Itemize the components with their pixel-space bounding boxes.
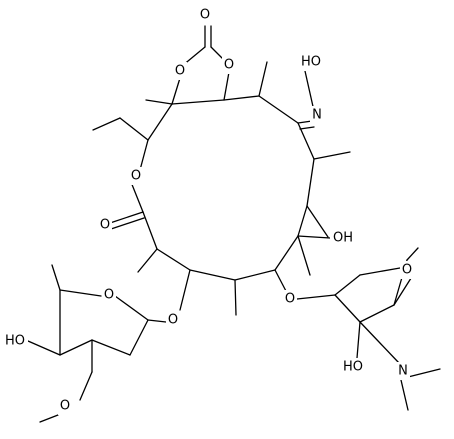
bond: [223, 71, 230, 101]
bond: [59, 339, 93, 356]
atom-carbonate-ring-o-right: O: [222, 56, 236, 74]
bond: [142, 211, 158, 250]
bond: [91, 339, 131, 356]
svg-text:O: O: [224, 58, 234, 73]
bond: [334, 274, 361, 296]
svg-text:HO: HO: [343, 360, 363, 375]
svg-text:N: N: [312, 108, 322, 123]
bond: [179, 269, 191, 311]
bond: [137, 248, 158, 273]
atom-cladinose-glycosidic-o: O: [166, 311, 180, 329]
bond: [145, 99, 173, 105]
bond: [406, 247, 419, 261]
bond: [400, 379, 409, 411]
bond: [334, 294, 361, 323]
bond: [92, 117, 121, 131]
bond: [297, 120, 313, 124]
bond: [297, 235, 331, 239]
bond: [59, 289, 102, 297]
atom-carbonate-ring-o-left: O: [173, 62, 187, 80]
bond: [51, 264, 61, 291]
bond: [234, 279, 237, 316]
bond: [130, 181, 144, 213]
bond: [119, 117, 149, 141]
bond: [306, 158, 315, 207]
atom-oxime-hydroxyl: HO: [298, 53, 324, 71]
bond: [393, 274, 414, 306]
atom-carbonate-carbonyl-o: O: [198, 6, 212, 24]
bond: [129, 319, 149, 356]
atom-lactone-carbonyl-o: O: [98, 216, 112, 234]
bond: [223, 95, 260, 101]
bond: [356, 321, 361, 359]
svg-text:O: O: [285, 292, 295, 307]
atom-tertiary-hydroxyl: OH: [330, 229, 356, 247]
bond-lines: [27, 25, 441, 423]
svg-text:O: O: [104, 288, 114, 303]
svg-text:O: O: [100, 218, 110, 233]
atom-labels: O O O HO N O O OH: [2, 6, 414, 415]
bond: [359, 321, 400, 364]
atom-desosamine-ring-o: O: [400, 261, 414, 279]
bond: [299, 126, 315, 130]
bond: [39, 414, 59, 423]
bond: [234, 269, 276, 281]
svg-text:OH: OH: [333, 231, 353, 246]
svg-text:O: O: [402, 263, 412, 278]
atom-desosamine-hydroxyl: HO: [340, 358, 366, 376]
svg-text:O: O: [60, 399, 70, 414]
bond: [147, 103, 173, 141]
bond: [171, 99, 225, 105]
atom-desosamine-dimethylamino-n: N: [396, 362, 410, 380]
svg-text:O: O: [168, 313, 178, 328]
bond: [296, 294, 336, 300]
svg-text:O: O: [131, 169, 141, 184]
bond: [359, 304, 395, 323]
bond: [258, 95, 299, 124]
bond: [156, 248, 191, 271]
atom-cladinose-hydroxyl: HO: [2, 332, 28, 350]
svg-text:HO: HO: [5, 334, 25, 349]
svg-text:N: N: [398, 364, 408, 379]
bond: [274, 235, 299, 271]
bond: [109, 211, 144, 224]
atom-oxime-n: N: [310, 106, 324, 124]
bond: [297, 205, 308, 237]
svg-text:O: O: [200, 8, 210, 23]
atom-cladinose-ring-o: O: [102, 286, 116, 304]
bond: [27, 340, 61, 356]
bond: [313, 151, 351, 160]
bond: [79, 371, 93, 401]
bond: [407, 368, 441, 378]
bond: [297, 122, 315, 160]
atom-desosamine-glycosidic-o: O: [283, 290, 297, 308]
bond: [147, 319, 167, 323]
bond: [297, 235, 311, 276]
atom-lactone-ring-o: O: [129, 167, 143, 185]
atom-cladinose-methoxy-o: O: [58, 397, 72, 415]
bond: [139, 139, 149, 171]
bond: [306, 205, 329, 238]
bond: [114, 295, 149, 321]
bond: [274, 269, 288, 294]
bond: [171, 77, 181, 105]
svg-text:O: O: [175, 64, 185, 79]
svg-text:HO: HO: [301, 55, 321, 70]
bond: [359, 267, 401, 276]
bond: [304, 70, 315, 112]
bond: [258, 61, 268, 97]
bond: [110, 217, 145, 230]
bond: [189, 269, 236, 281]
